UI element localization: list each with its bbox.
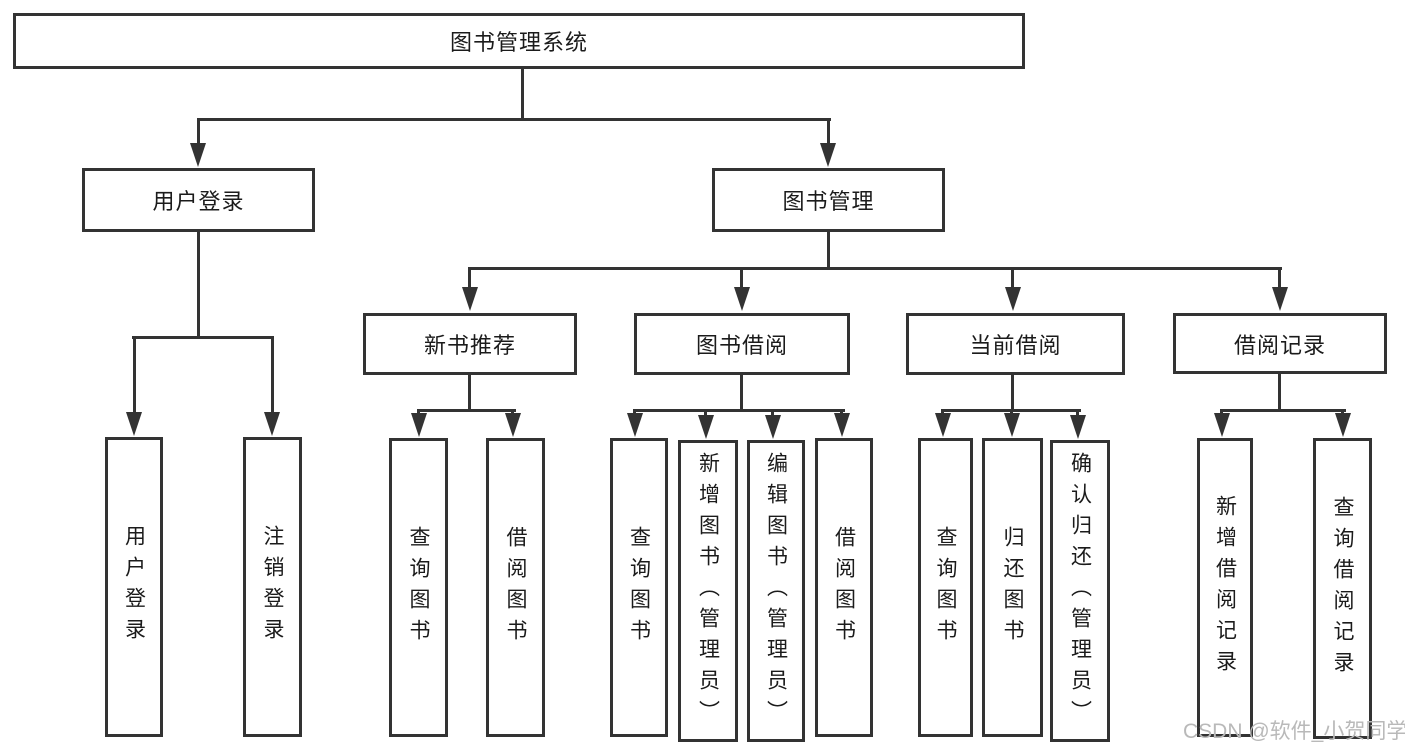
leaf-label: 新增图书（管理员）	[696, 451, 720, 731]
leaf-query-books: 查询图书	[918, 438, 973, 737]
leaf-label: 注销登录	[261, 525, 284, 649]
connector-line	[740, 375, 743, 411]
arrowhead-down-icon	[126, 412, 142, 436]
leaf-add-borrow-record: 新增借阅记录	[1197, 438, 1253, 737]
connector-line	[1076, 409, 1079, 419]
leaf-confirm-return-admin: 确认归还（管理员）	[1050, 440, 1110, 742]
arrowhead-down-icon	[935, 413, 951, 437]
arrowhead-down-icon	[698, 415, 714, 439]
arrowhead-down-icon	[627, 413, 643, 437]
connector-line	[1278, 267, 1281, 292]
leaf-borrow-books: 借阅图书	[815, 438, 873, 737]
arrowhead-down-icon	[190, 143, 206, 167]
arrowhead-down-icon	[1214, 413, 1230, 437]
arrowhead-down-icon	[765, 415, 781, 439]
node-current-borrowing: 当前借阅	[906, 313, 1125, 375]
leaf-query-borrow-record: 查询借阅记录	[1313, 438, 1372, 739]
connector-line	[827, 118, 830, 146]
connector-line	[1278, 374, 1281, 411]
leaf-label: 确认归还（管理员）	[1068, 451, 1092, 731]
arrowhead-down-icon	[1272, 287, 1288, 311]
leaf-label: 查询图书	[934, 525, 957, 650]
leaf-add-book-admin: 新增图书（管理员）	[678, 440, 738, 742]
leaf-label: 借阅图书	[832, 525, 856, 650]
leaf-label: 查询借阅记录	[1331, 495, 1354, 682]
connector-line	[133, 336, 136, 413]
leaf-label: 归还图书	[1001, 525, 1024, 650]
node-borrowing-records: 借阅记录	[1173, 313, 1387, 374]
arrowhead-down-icon	[462, 287, 478, 311]
connector-line	[468, 375, 471, 411]
arrowhead-down-icon	[1004, 413, 1020, 437]
leaf-label: 查询图书	[627, 525, 651, 650]
leaf-logout-login: 注销登录	[243, 437, 302, 737]
connector-line	[271, 336, 274, 413]
leaf-query-books: 查询图书	[610, 438, 668, 737]
arrowhead-down-icon	[264, 412, 280, 436]
leaf-label: 查询图书	[407, 525, 430, 650]
connector-line	[417, 409, 516, 412]
connector-line	[1220, 409, 1346, 412]
arrowhead-down-icon	[820, 143, 836, 167]
leaf-edit-book-admin: 编辑图书（管理员）	[747, 440, 805, 742]
leaf-label: 借阅图书	[504, 525, 527, 650]
connector-line	[197, 232, 200, 338]
leaf-label: 用户登录	[122, 525, 146, 649]
csdn-watermark: CSDN @软件_小贺同学	[1183, 720, 1405, 743]
arrowhead-down-icon	[734, 287, 750, 311]
connector-line	[197, 118, 831, 121]
leaf-label: 新增借阅记录	[1213, 494, 1237, 681]
leaf-label: 编辑图书（管理员）	[764, 451, 788, 731]
connector-line	[633, 409, 845, 412]
connector-line	[1011, 267, 1014, 292]
arrowhead-down-icon	[1070, 415, 1086, 439]
connector-line	[197, 118, 200, 146]
connector-line	[1011, 375, 1014, 411]
connector-line	[827, 232, 830, 270]
node-root-system: 图书管理系统	[13, 13, 1025, 69]
leaf-borrow-books: 借阅图书	[486, 438, 545, 737]
connector-line	[740, 267, 743, 292]
arrowhead-down-icon	[834, 413, 850, 437]
node-book-management: 图书管理	[712, 168, 945, 232]
leaf-user-login: 用户登录	[105, 437, 163, 737]
leaf-return-book: 归还图书	[982, 438, 1043, 737]
node-new-book-recommend: 新书推荐	[363, 313, 577, 375]
connector-line	[704, 409, 707, 419]
leaf-query-books: 查询图书	[389, 438, 448, 737]
node-user-login: 用户登录	[82, 168, 315, 232]
arrowhead-down-icon	[1005, 287, 1021, 311]
node-book-borrowing: 图书借阅	[634, 313, 850, 375]
arrowhead-down-icon	[411, 413, 427, 437]
connector-line	[771, 409, 774, 419]
arrowhead-down-icon	[505, 413, 521, 437]
connector-line	[468, 267, 471, 292]
arrowhead-down-icon	[1335, 413, 1351, 437]
connector-line	[132, 336, 274, 339]
connector-line	[521, 68, 524, 120]
connector-line	[468, 267, 1282, 270]
